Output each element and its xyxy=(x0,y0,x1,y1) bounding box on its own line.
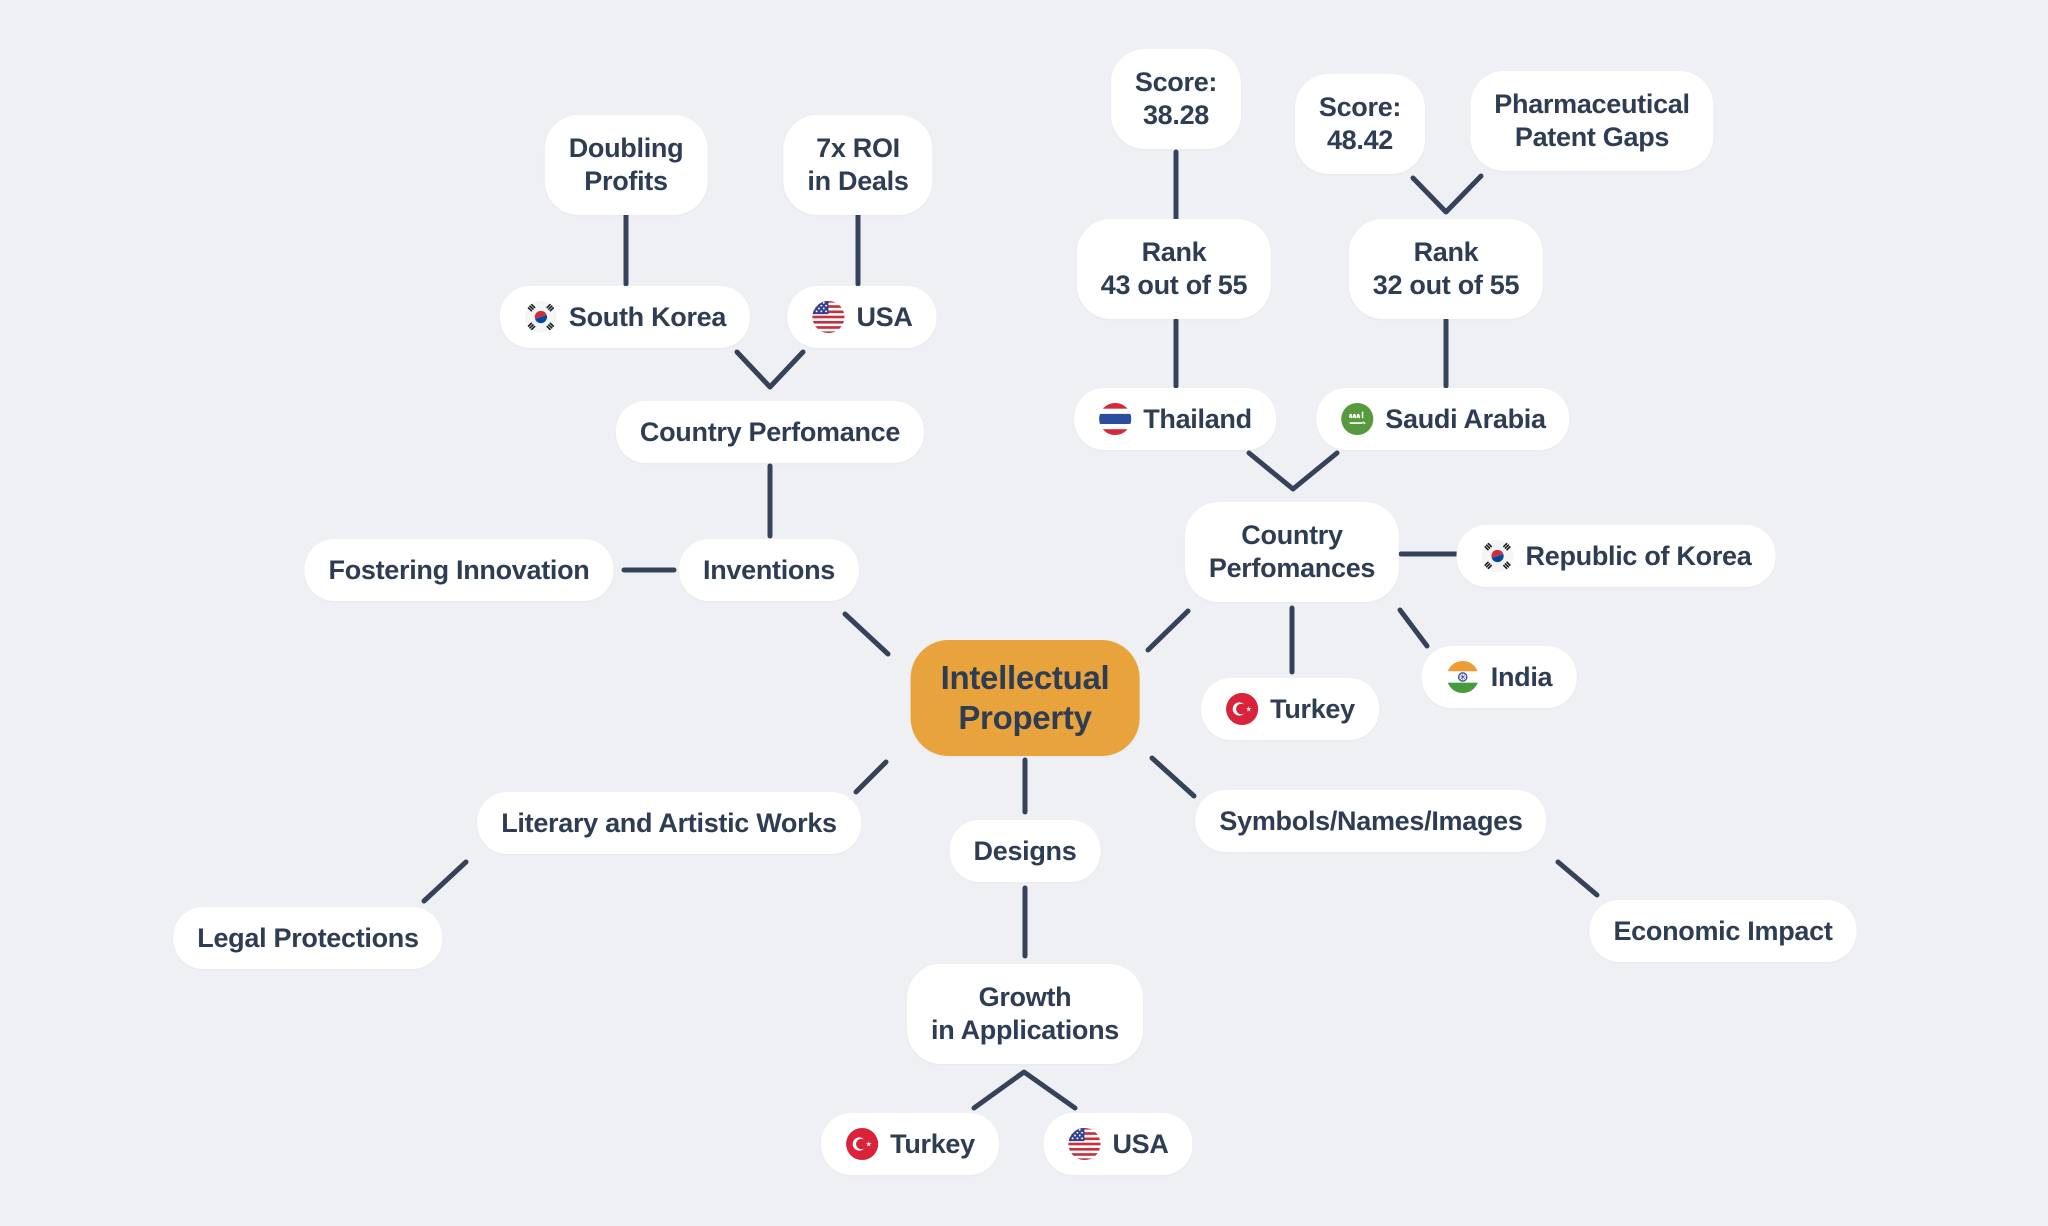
connector-ip-countryperfomances xyxy=(1145,608,1191,653)
node-label: Turkey xyxy=(890,1128,975,1159)
node-turkey-right[interactable]: Turkey xyxy=(1201,678,1379,740)
node-rank-43[interactable]: Rank 43 out of 55 xyxy=(1076,219,1272,319)
node-label: Country Perfomances xyxy=(1208,520,1376,583)
connector-ip-literary xyxy=(853,759,889,795)
node-label: Intellectual Property xyxy=(940,658,1110,736)
node-label: Republic of Korea xyxy=(1525,540,1752,571)
connector-inventions-ip xyxy=(842,611,891,657)
node-label: Rank 32 out of 55 xyxy=(1372,237,1520,300)
node-label: Fostering Innovation xyxy=(328,554,590,585)
connector-chevron-growth xyxy=(971,1069,1078,1111)
node-score-48[interactable]: Score: 48.42 xyxy=(1294,74,1426,174)
node-label: Designs xyxy=(973,835,1077,866)
south-korea-flag-icon xyxy=(1481,539,1515,573)
usa-flag-icon xyxy=(1067,1127,1101,1161)
node-india[interactable]: India xyxy=(1421,646,1577,708)
node-usa-top[interactable]: USA xyxy=(787,286,937,348)
node-7x-roi-in-deals[interactable]: 7x ROI in Deals xyxy=(783,115,933,215)
node-label: South Korea xyxy=(568,301,727,332)
usa-flag-icon xyxy=(811,300,845,334)
node-label: Inventions xyxy=(702,554,836,585)
turkey-flag-icon xyxy=(845,1127,879,1161)
node-turkey-bottom[interactable]: Turkey xyxy=(821,1113,999,1175)
node-label: Symbols/Names/Images xyxy=(1219,805,1523,836)
connector-literary-legal xyxy=(421,859,469,904)
node-thailand[interactable]: Thailand xyxy=(1074,388,1276,450)
node-symbols-names-images[interactable]: Symbols/Names/Images xyxy=(1195,790,1547,852)
node-south-korea[interactable]: South Korea xyxy=(499,286,751,348)
node-label: Turkey xyxy=(1270,693,1355,724)
node-label: Economic Impact xyxy=(1613,915,1833,946)
node-label: Country Perfomance xyxy=(639,416,901,447)
node-label: Score: 38.28 xyxy=(1134,67,1218,130)
node-label: Doubling Profits xyxy=(568,133,684,196)
node-inventions[interactable]: Inventions xyxy=(678,539,860,601)
node-intellectual-property[interactable]: Intellectual Property xyxy=(910,640,1140,756)
node-legal-protections[interactable]: Legal Protections xyxy=(173,907,443,969)
connector-chevron-countryperfomance xyxy=(734,349,806,390)
node-usa-bottom[interactable]: USA xyxy=(1043,1113,1193,1175)
thailand-flag-icon xyxy=(1098,402,1132,436)
node-country-perfomance[interactable]: Country Perfomance xyxy=(615,401,925,463)
connector-symbols-economic xyxy=(1555,859,1600,898)
node-pharmaceutical-patent-gaps[interactable]: Pharmaceutical Patent Gaps xyxy=(1470,71,1714,171)
node-saudi-arabia[interactable]: Saudi Arabia xyxy=(1316,388,1570,450)
node-doubling-profits[interactable]: Doubling Profits xyxy=(544,115,708,215)
node-label: Thailand xyxy=(1143,403,1252,434)
south-korea-flag-icon xyxy=(524,300,558,334)
node-label: 7x ROI in Deals xyxy=(807,133,909,196)
node-label: USA xyxy=(856,301,913,332)
india-flag-icon xyxy=(1446,660,1480,694)
node-designs[interactable]: Designs xyxy=(949,820,1101,882)
connector-chevron-countryperfomances xyxy=(1246,450,1340,492)
node-economic-impact[interactable]: Economic Impact xyxy=(1589,900,1857,962)
node-republic-of-korea[interactable]: Republic of Korea xyxy=(1456,525,1776,587)
node-rank-32[interactable]: Rank 32 out of 55 xyxy=(1348,219,1544,319)
node-label: Pharmaceutical Patent Gaps xyxy=(1494,89,1690,152)
node-label: Rank 43 out of 55 xyxy=(1100,237,1248,300)
node-country-perfomances[interactable]: Country Perfomances xyxy=(1184,502,1400,602)
connector-countryperfomances-india xyxy=(1397,607,1430,649)
node-label: USA xyxy=(1112,1128,1169,1159)
node-label: Saudi Arabia xyxy=(1385,403,1546,434)
node-score-38[interactable]: Score: 38.28 xyxy=(1110,49,1242,149)
node-literary-and-artistic-works[interactable]: Literary and Artistic Works xyxy=(477,792,861,854)
node-label: India xyxy=(1490,661,1553,692)
connector-ip-symbols xyxy=(1149,755,1197,799)
node-label: Score: 48.42 xyxy=(1318,92,1402,155)
connector-chevron-rank32 xyxy=(1410,173,1484,215)
node-label: Growth in Applications xyxy=(930,982,1120,1045)
node-fostering-innovation[interactable]: Fostering Innovation xyxy=(304,539,614,601)
saudi-arabia-flag-icon xyxy=(1340,402,1374,436)
node-label: Legal Protections xyxy=(197,922,419,953)
turkey-flag-icon xyxy=(1225,692,1259,726)
node-growth-in-applications[interactable]: Growth in Applications xyxy=(906,964,1144,1064)
node-label: Literary and Artistic Works xyxy=(501,807,837,838)
